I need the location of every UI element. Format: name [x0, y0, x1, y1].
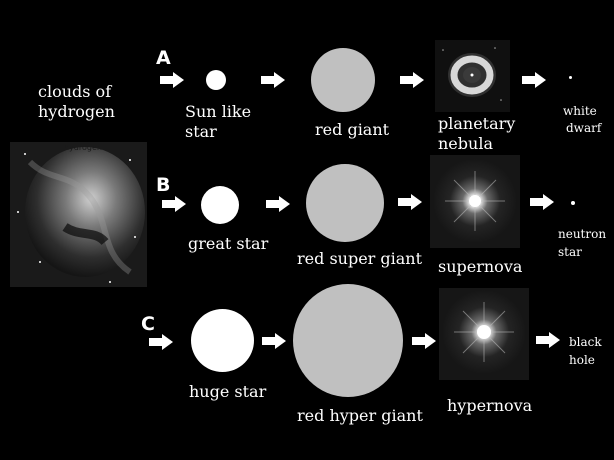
red-giant	[311, 48, 375, 112]
right-arrow-icon	[400, 72, 424, 88]
planetary-nebula-photo	[435, 40, 510, 112]
hydrogen-cloud-photo: hydrogen	[10, 142, 147, 287]
neutron-star	[571, 201, 575, 205]
right-arrow-icon	[536, 332, 560, 348]
red-super-giant	[306, 164, 384, 242]
right-arrow-icon	[522, 72, 546, 88]
huge-star	[191, 309, 254, 372]
hypernova-label: hypernova	[447, 396, 533, 415]
red-giant-label: red giant	[315, 120, 390, 139]
supernova-photo	[430, 155, 520, 248]
sun-like-star-label-2: star	[185, 122, 217, 141]
right-arrow-icon	[162, 196, 186, 212]
sun-like-star-label-1: Sun like	[185, 102, 252, 121]
black-hole-label-1: black	[569, 335, 602, 349]
black-hole-label-2: hole	[569, 353, 595, 367]
supernova-label: supernova	[438, 257, 523, 276]
right-arrow-icon	[160, 72, 184, 88]
right-arrow-icon	[530, 194, 554, 210]
huge-star-label: huge star	[189, 382, 267, 401]
row-a-letter: A	[156, 47, 171, 69]
right-arrow-icon	[266, 196, 290, 212]
neutron-star-label-1: neutron	[558, 227, 607, 241]
source-label-line1: clouds of	[38, 82, 112, 101]
red-hyper-giant	[293, 284, 403, 397]
source-label-line2: hydrogen	[38, 102, 115, 121]
white-dwarf	[569, 76, 572, 79]
right-arrow-icon	[149, 334, 173, 350]
row-b-letter: B	[156, 174, 171, 196]
red-hyper-giant-label: red hyper giant	[297, 406, 423, 425]
planetary-nebula-label-2: nebula	[438, 134, 493, 153]
row-c-letter: C	[141, 313, 155, 335]
neutron-star-label-2: star	[558, 245, 582, 259]
sun-like-star	[206, 70, 226, 90]
right-arrow-icon	[398, 194, 422, 210]
right-arrow-icon	[412, 333, 436, 349]
red-super-giant-label: red super giant	[297, 249, 423, 268]
white-dwarf-label-2: dwarf	[566, 121, 602, 135]
white-dwarf-label-1: white	[563, 104, 597, 118]
great-star-label: great star	[188, 234, 269, 253]
right-arrow-icon	[261, 72, 285, 88]
planetary-nebula-label-1: planetary	[438, 114, 516, 133]
great-star	[201, 186, 239, 224]
hypernova-photo	[439, 288, 529, 380]
cloud-inset-text: hydrogen	[64, 143, 102, 152]
right-arrow-icon	[262, 333, 286, 349]
